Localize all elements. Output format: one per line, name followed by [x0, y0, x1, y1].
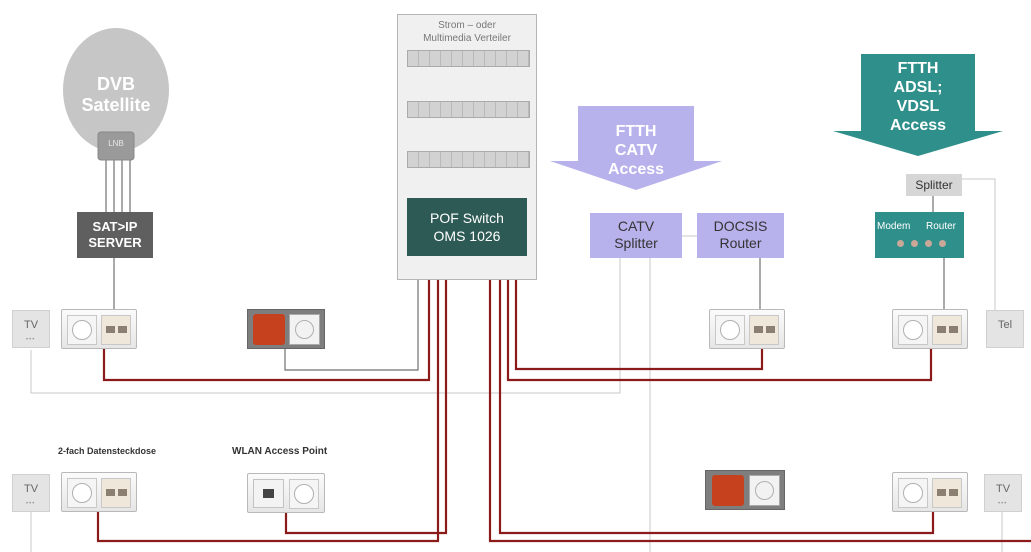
schuko-outlet-icon	[715, 315, 745, 345]
splitter-box: Splitter	[906, 174, 962, 196]
network-port-icon	[263, 489, 274, 498]
combo-plate-top-left	[61, 309, 137, 349]
tv-socket-holes-icon: •••	[26, 337, 36, 343]
combo-plate-top-middle	[709, 309, 785, 349]
router-label: Router	[926, 221, 957, 232]
schuko-outlet-icon	[289, 314, 320, 345]
schuko-outlet-icon	[67, 478, 97, 508]
phone-line-tel	[962, 178, 996, 310]
pof-switch: POF Switch OMS 1026	[407, 198, 527, 256]
satellite-title-line2: Satellite	[81, 95, 151, 115]
electrical-box-icon	[712, 475, 744, 506]
tv-label: TV	[995, 483, 1011, 495]
pof-cable-to-wlan	[284, 256, 448, 535]
data-jack-icon	[932, 478, 962, 508]
electrical-box-icon	[253, 314, 285, 345]
satip-line2: SERVER	[88, 235, 142, 250]
tv-socket-holes-icon: •••	[26, 501, 36, 507]
outlet-installation-top	[247, 309, 325, 349]
schuko-outlet-icon	[67, 315, 97, 345]
tv-label: TV	[23, 319, 39, 331]
satip-server: SAT>IP SERVER	[77, 212, 153, 258]
tel-socket: Tel	[986, 310, 1024, 348]
ftth-catv-arrow-icon	[550, 106, 722, 190]
pof-cable-to-tv-outlet	[102, 256, 431, 382]
modem-label: Modem	[877, 221, 911, 232]
ftth-adsl-line1: FTTH	[897, 60, 939, 77]
ftth-adsl-label: FTTH ADSL; VDSL Access	[861, 59, 975, 135]
tv-socket-top-left: TV •••	[12, 310, 50, 348]
switch-to-schuko-line	[284, 256, 419, 371]
ftth-catv-line1: FTTH	[615, 123, 657, 140]
breaker-rail-2	[407, 101, 530, 118]
pof-cable-to-tel-outlet	[506, 256, 933, 382]
tv-socket-bottom-left: TV •••	[12, 474, 50, 512]
breaker-rail-1	[407, 50, 530, 67]
data-jack-icon	[101, 478, 131, 508]
tv-socket-holes-icon: •••	[998, 501, 1008, 507]
datensteckdose-label: 2-fach Datensteckdose	[58, 446, 157, 456]
distributor-title: Strom – oder Multimedia Verteiler	[397, 19, 537, 45]
schuko-outlet-icon	[749, 475, 780, 506]
tel-label: Tel	[997, 319, 1013, 331]
modem-led-3	[925, 240, 932, 247]
combo-plate-bottom-left	[61, 472, 137, 512]
breaker-rail-3	[407, 151, 530, 168]
pof-cable-to-docsis-outlet	[514, 256, 764, 371]
catv-splitter: CATV Splitter	[590, 213, 682, 258]
distributor-line1: Strom – oder	[438, 20, 496, 31]
schuko-outlet-icon	[898, 315, 928, 345]
pof-switch-line2: OMS 1026	[433, 228, 501, 244]
satellite-title: DVB Satellite	[60, 74, 172, 116]
pof-switch-line1: POF Switch	[430, 210, 504, 226]
docsis-router-line1: DOCSIS	[713, 218, 768, 234]
wlan-access-point-plate	[247, 473, 325, 513]
satellite-title-line1: DVB	[96, 74, 135, 94]
satellite-dish-icon	[63, 28, 169, 161]
ftth-adsl-line4: Access	[889, 117, 947, 134]
modem-led-1	[897, 240, 904, 247]
tv-socket-bottom-right: TV •••	[984, 474, 1022, 512]
modem-led-2	[911, 240, 918, 247]
data-jack-icon	[749, 315, 779, 345]
ftth-adsl-line2: ADSL;	[893, 79, 943, 96]
pof-cable-bottom-long	[488, 256, 1031, 543]
schuko-outlet-icon	[898, 478, 928, 508]
coax-line-tv-top	[30, 245, 621, 394]
combo-plate-bottom-right	[892, 472, 968, 512]
ftth-adsl-line3: VDSL	[896, 98, 940, 115]
lnb-label: LNB	[108, 139, 124, 148]
satip-line1: SAT>IP	[92, 219, 138, 234]
distributor-line2: Multimedia Verteiler	[423, 33, 511, 44]
pof-cable-to-datensteckdose	[96, 256, 440, 543]
modem-led-4	[939, 240, 946, 247]
modem-router: Modem Router	[875, 212, 964, 258]
data-jack-icon	[932, 315, 962, 345]
ftth-catv-line2: CATV	[614, 142, 658, 159]
outlet-installation-bottom	[705, 470, 785, 510]
docsis-router: DOCSIS Router	[697, 213, 784, 258]
combo-plate-top-right	[892, 309, 968, 349]
data-jack-icon	[101, 315, 131, 345]
schuko-outlet-icon	[289, 479, 319, 509]
ftth-adsl-arrow-icon	[833, 54, 1003, 156]
ftth-catv-line3: Access	[607, 161, 665, 178]
docsis-router-line2: Router	[719, 235, 762, 251]
wlan-module-icon	[253, 479, 284, 508]
ftth-catv-label: FTTH CATV Access	[578, 122, 694, 179]
catv-splitter-line2: Splitter	[614, 235, 658, 251]
catv-splitter-line1: CATV	[617, 218, 655, 234]
wlan-label: WLAN Access Point	[232, 446, 328, 457]
tv-label: TV	[23, 483, 39, 495]
pof-cable-to-bottom-right	[498, 256, 935, 535]
